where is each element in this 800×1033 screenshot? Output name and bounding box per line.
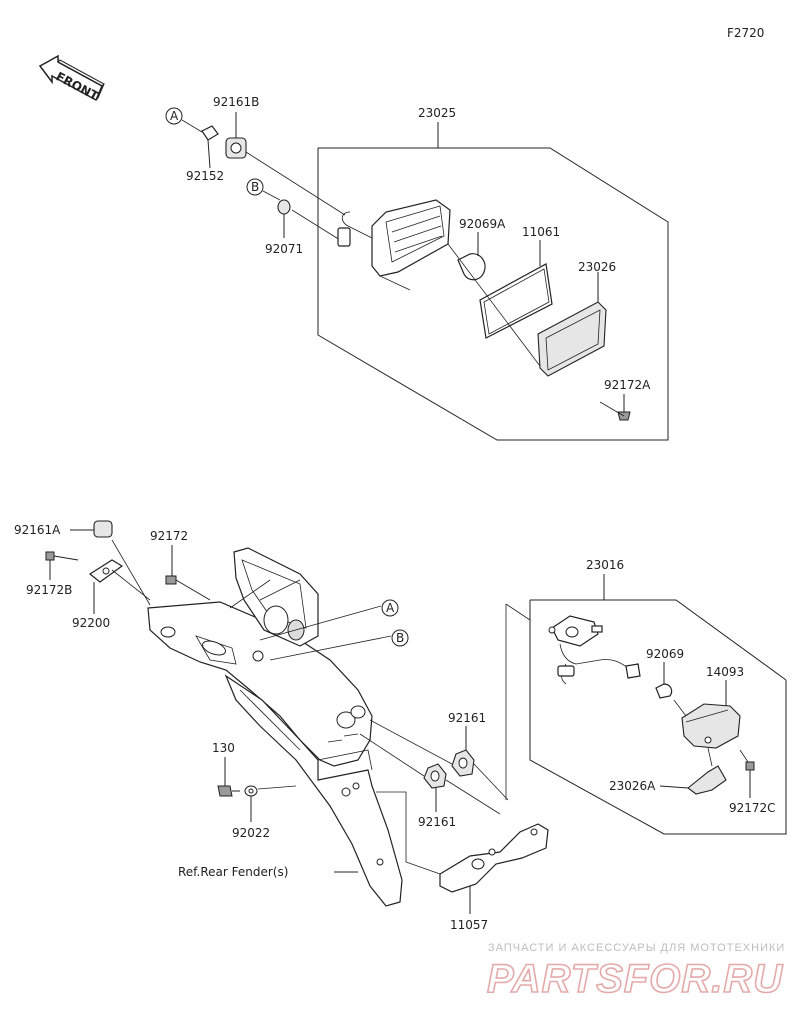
figure-code: F2720 [727,26,764,40]
label-92161-lower: 92161 [418,815,456,829]
label-92022: 92022 [232,826,270,840]
svg-text:A: A [170,109,179,123]
grommet-92161B [225,112,346,216]
screw-92172C [739,749,755,798]
svg-text:B: B [251,180,259,194]
label-92069A: 92069A [459,217,506,231]
grommet-92161-lower [423,763,447,812]
bolt-92172 [165,545,211,601]
label-ref-rear-fender: Ref.Rear Fender(s) [178,865,288,879]
label-92172B: 92172B [26,583,72,597]
washer-92022 [244,785,297,822]
front-arrow-icon: FRONT [38,54,105,104]
grommet-92071 [277,199,341,241]
label-23026: 23026 [578,260,616,274]
label-23025: 23025 [418,106,456,120]
watermark-brand: PARTSFOR.RU [487,957,783,1001]
license-bracket-11057 [376,791,549,914]
license-bracket-group: 92161A 92172B 92200 92172 [14,520,549,932]
bolt-92172B [45,551,79,580]
label-92152: 92152 [186,169,224,183]
grommet-92161A [70,520,113,538]
license-lamp-group: 23016 92069 14093 [505,558,787,835]
rear-fender-bracket [147,547,403,907]
label-11061: 11061 [522,225,560,239]
washer-92200 [88,559,124,614]
label-14093: 14093 [706,665,744,679]
collar-92152 [201,125,219,169]
label-11057: 11057 [450,918,488,932]
label-92071: 92071 [265,242,303,256]
label-92200: 92200 [72,616,110,630]
label-92172C: 92172C [729,801,776,815]
cover-14093 [673,680,741,749]
screw-92172A [599,394,631,421]
gasket-11061 [479,240,553,339]
callout-a-marker: A [165,107,203,133]
watermark: ЗАПЧАСТИ И АКСЕССУАРЫ ДЛЯ МОТОТЕХНИКИ PA… [486,942,785,1002]
svg-text:B: B [396,631,404,645]
bolt-130 [217,757,240,797]
label-92172: 92172 [150,529,188,543]
label-92161-upper: 92161 [448,711,486,725]
lens-23026A [659,747,727,795]
label-23016: 23016 [586,558,624,572]
callout-b-marker: B [246,178,281,201]
label-92161A: 92161A [14,523,61,537]
label-92161B: 92161B [213,95,259,109]
label-92172A: 92172A [604,378,651,392]
bulb-92069A [457,232,486,281]
bulb-92069 [625,662,673,699]
tail-lamp-group: 23025 A B 92152 92161B [165,95,669,441]
label-23026A: 23026A [609,779,656,793]
label-130: 130 [212,741,235,755]
grommet-92161-upper [451,726,475,777]
license-lamp-socket [548,615,629,685]
svg-text:A: A [386,601,395,615]
callout-b-pointer: B [269,629,409,661]
lens-23026 [537,272,607,377]
label-92069: 92069 [646,647,684,661]
watermark-tagline: ЗАПЧАСТИ И АКСЕССУАРЫ ДЛЯ МОТОТЕХНИКИ [488,942,785,954]
callout-a-pointer: A [259,599,399,641]
tail-lamp-housing [337,199,451,277]
